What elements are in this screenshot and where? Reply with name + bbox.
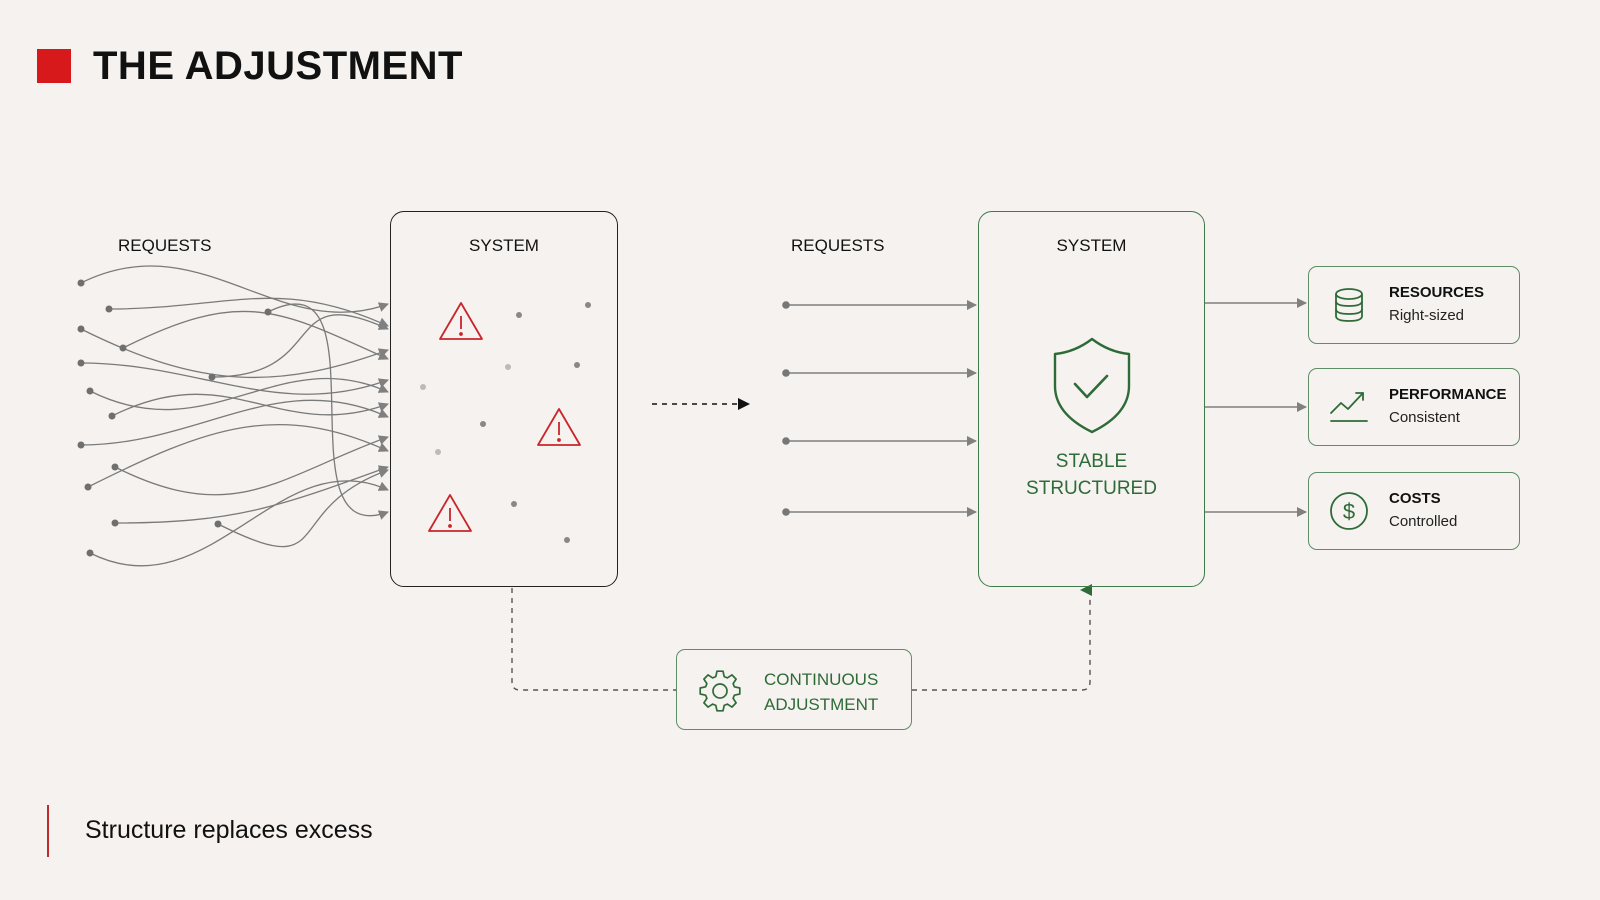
- system-status: STABLE STRUCTURED: [979, 448, 1204, 502]
- feedback-loop-left: [511, 588, 676, 691]
- request-origin-dot: [214, 520, 222, 528]
- request-origin-dot: [84, 483, 92, 491]
- request-curve: [80, 328, 389, 379]
- database-icon: [1335, 288, 1363, 322]
- request-origin-dot: [782, 369, 790, 377]
- request-curve: [211, 314, 389, 378]
- outcome-subtitle: Controlled: [1389, 513, 1458, 530]
- footer-tagline: Structure replaces excess: [85, 816, 373, 844]
- chaotic-requests: [77, 265, 389, 567]
- request-curve: [114, 435, 389, 496]
- request-curve: [87, 423, 389, 488]
- request-origin-dot: [77, 325, 85, 333]
- outcome-subtitle: Consistent: [1389, 409, 1460, 426]
- trend-up-icon: [1330, 392, 1368, 422]
- request-curve: [122, 310, 389, 360]
- svg-text:$: $: [1343, 499, 1355, 524]
- request-origin-dot: [208, 373, 216, 381]
- system-box-after: SYSTEM STABLE STRUCTURED: [978, 211, 1205, 587]
- request-origin-dot: [77, 441, 85, 449]
- continuous-adjustment-box: CONTINUOUS ADJUSTMENT: [676, 649, 912, 730]
- status-line-stable: STABLE: [1055, 451, 1128, 472]
- request-origin-dot: [264, 308, 272, 316]
- request-origin-dot: [105, 305, 113, 313]
- shield-check-icon: [1053, 337, 1131, 434]
- title-accent-square: [37, 49, 71, 83]
- outcome-subtitle: Right-sized: [1389, 307, 1465, 324]
- request-curve: [114, 465, 389, 524]
- request-curve: [217, 468, 389, 548]
- request-origin-dot: [111, 519, 119, 527]
- warning-icon: [428, 494, 472, 532]
- outcome-title: PERFORMANCE: [1389, 386, 1507, 403]
- request-origin-dot: [86, 549, 94, 557]
- request-curve: [108, 297, 389, 327]
- request-curve: [80, 399, 389, 446]
- request-origin-dot: [77, 359, 85, 367]
- requests-label-before: REQUESTS: [118, 236, 212, 255]
- request-curve: [80, 362, 389, 395]
- request-origin-dot: [111, 463, 119, 471]
- request-origin-dot: [782, 437, 790, 445]
- status-line-structured: STRUCTURED: [1026, 478, 1157, 499]
- adjustment-line-1: CONTINUOUS: [764, 670, 879, 689]
- system-label-before: SYSTEM: [469, 236, 539, 255]
- warning-icon: [537, 408, 581, 446]
- system-label-after: SYSTEM: [1056, 236, 1127, 255]
- request-curve: [89, 480, 389, 567]
- request-origin-dot: [782, 508, 790, 516]
- outcome-resources: RESOURCES Right-sized: [1308, 266, 1520, 344]
- request-origin-dot: [108, 412, 116, 420]
- request-curve: [267, 303, 389, 520]
- outcome-connectors: [1204, 298, 1307, 517]
- outcome-costs: $ COSTS Controlled: [1308, 472, 1520, 550]
- ordered-requests: [782, 300, 977, 517]
- feedback-loop-right: [912, 584, 1092, 691]
- footer-accent-bar: [47, 805, 49, 857]
- request-origin-dot: [86, 387, 94, 395]
- outcome-title: RESOURCES: [1389, 284, 1485, 301]
- warning-icon: [439, 302, 483, 340]
- request-curve: [111, 393, 389, 417]
- page-title: THE ADJUSTMENT: [93, 44, 463, 88]
- request-origin-dot: [77, 279, 85, 287]
- request-origin-dot: [119, 344, 127, 352]
- gear-icon: [699, 670, 741, 712]
- adjustment-line-2: ADJUSTMENT: [764, 695, 879, 714]
- system-internals: [420, 302, 591, 543]
- request-origin-dot: [782, 301, 790, 309]
- scattered-dots: [420, 302, 591, 543]
- requests-label-after: REQUESTS: [791, 236, 885, 255]
- system-box-before: SYSTEM: [390, 211, 618, 587]
- dollar-icon: $: [1330, 492, 1368, 530]
- continuous-adjustment-label: CONTINUOUS ADJUSTMENT: [764, 667, 878, 717]
- request-curve: [80, 265, 389, 313]
- request-curve: [89, 377, 389, 411]
- outcome-title: COSTS: [1389, 490, 1441, 507]
- outcome-performance: PERFORMANCE Consistent: [1308, 368, 1520, 446]
